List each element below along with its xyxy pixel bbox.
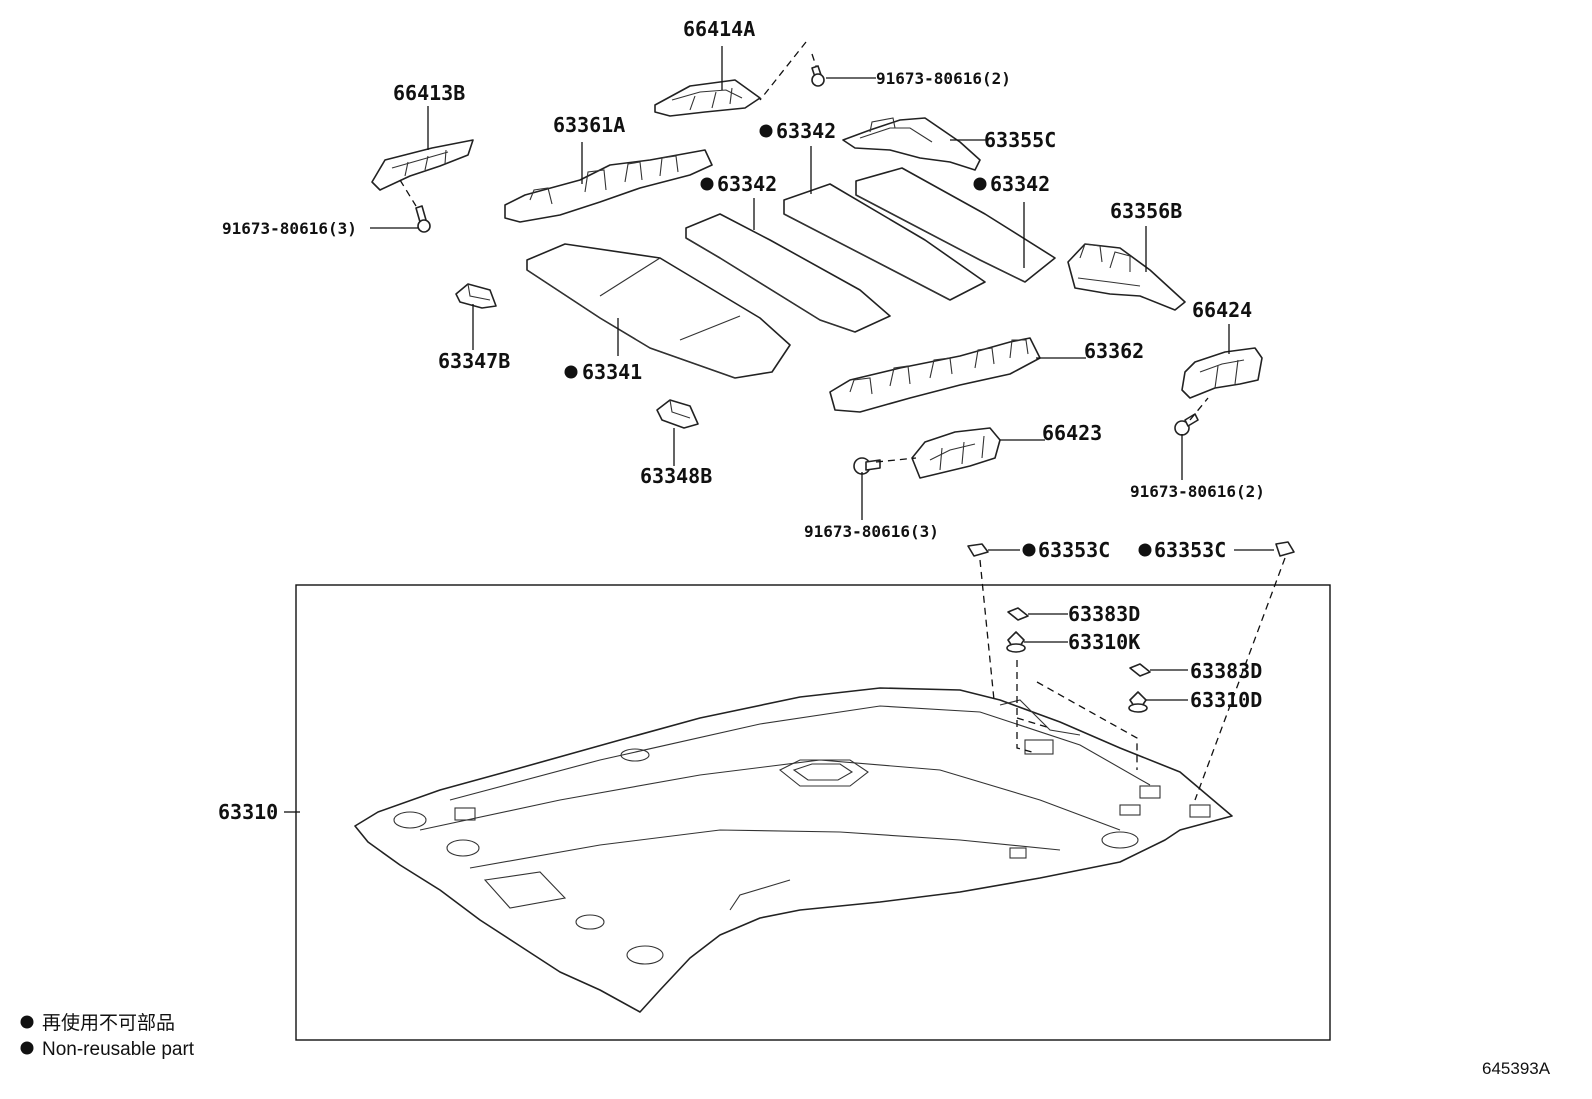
dashed-guide-5: [1016, 717, 1051, 729]
label-bolt-left: 91673-80616(3): [222, 219, 357, 238]
bracket-63356B: [1067, 243, 1186, 311]
bullet-63342-a: [759, 124, 773, 138]
pad-63342-b: [783, 183, 986, 301]
bullet-63342-b: [700, 177, 714, 191]
label-63342-a: 63342: [776, 119, 836, 143]
legend-bullet-2: [20, 1041, 34, 1055]
clip-63383D-upper: [1007, 607, 1029, 621]
bolt-mid-icon: [853, 457, 881, 475]
legend-line-en: Non-reusable part: [42, 1039, 195, 1060]
label-63362: 63362: [1084, 339, 1144, 363]
bullet-63342-c: [973, 177, 987, 191]
reference-code: 645393A: [1482, 1059, 1551, 1078]
bolt-top-icon: [811, 65, 825, 87]
headliner-panel: [354, 687, 1233, 1013]
pad-63342-a: [685, 213, 891, 333]
label-63310K: 63310K: [1068, 630, 1140, 654]
label-66413B: 66413B: [393, 81, 465, 105]
label-66423: 66423: [1042, 421, 1102, 445]
bolt-left-icon: [415, 205, 431, 233]
label-63355C: 63355C: [984, 128, 1056, 152]
label-bolt-mid: 91673-80616(3): [804, 522, 939, 541]
bracket-63361A: [504, 149, 713, 223]
bullet-63341: [564, 365, 578, 379]
label-63353C-a: 63353C: [1038, 538, 1110, 562]
label-bolt-top: 91673-80616(2): [876, 69, 1011, 88]
bracket-63355C: [842, 117, 981, 171]
clip-63310D: [1128, 691, 1148, 713]
legend-bullet-1: [20, 1015, 34, 1029]
block-63348B: [656, 399, 699, 429]
label-63347B: 63347B: [438, 349, 510, 373]
bracket-63362: [829, 337, 1041, 413]
legend-line-jp: 再使用不可部品: [42, 1012, 175, 1034]
cap-63353C-right: [1275, 541, 1295, 557]
bullet-63353C-a: [1022, 543, 1036, 557]
dashed-guide-4: [1036, 681, 1138, 770]
label-63310D: 63310D: [1190, 688, 1262, 712]
label-63310: 63310: [218, 800, 278, 824]
label-66424: 66424: [1192, 298, 1252, 322]
label-63383D-a: 63383D: [1068, 602, 1140, 626]
bullet-63353C-b: [1138, 543, 1152, 557]
label-bolt-right: 91673-80616(2): [1130, 482, 1265, 501]
label-63341: 63341: [582, 360, 642, 384]
pad-63341: [526, 243, 791, 379]
label-63342-b: 63342: [717, 172, 777, 196]
clip-63310K: [1006, 631, 1026, 653]
label-63353C-b: 63353C: [1154, 538, 1226, 562]
dashed-guide-1: [979, 559, 995, 701]
bolt-right-icon: [1174, 413, 1199, 436]
cap-63353C-left: [967, 543, 989, 557]
bracket-66413B: [371, 139, 474, 191]
block-63347B: [455, 283, 497, 309]
pad-63342-c: [855, 167, 1056, 283]
label-63342-c: 63342: [990, 172, 1050, 196]
label-63383D-b: 63383D: [1190, 659, 1262, 683]
label-66414A: 66414A: [683, 17, 755, 41]
clip-63383D-lower: [1129, 663, 1151, 677]
bracket-66423: [911, 427, 1001, 479]
label-63361A: 63361A: [553, 113, 625, 137]
bracket-66424: [1181, 347, 1263, 399]
label-63348B: 63348B: [640, 464, 712, 488]
bracket-66414A: [654, 79, 761, 117]
label-63356B: 63356B: [1110, 199, 1182, 223]
dashed-guide-3: [1016, 660, 1033, 753]
